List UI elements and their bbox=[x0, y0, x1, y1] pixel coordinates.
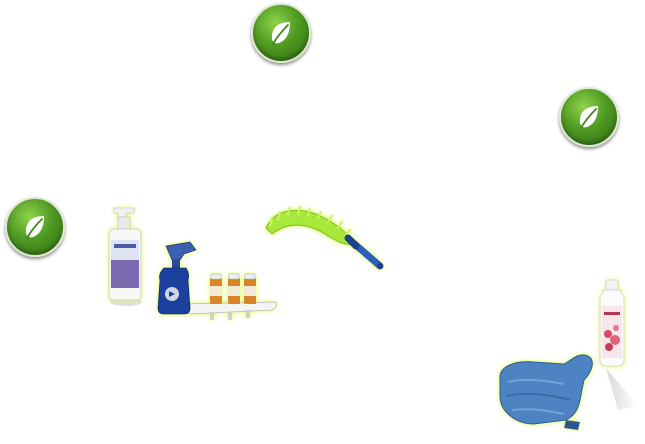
duster-icon bbox=[265, 206, 384, 270]
leaf-icon bbox=[579, 106, 598, 129]
mitt-icon bbox=[499, 354, 593, 430]
leaf-button-top[interactable] bbox=[251, 3, 311, 63]
spray-bottle-icon bbox=[108, 207, 142, 306]
leaf-icon bbox=[271, 22, 290, 45]
leaf-icon bbox=[25, 216, 44, 239]
spray-bottle-product[interactable] bbox=[104, 204, 154, 314]
leaf-button-right[interactable] bbox=[559, 87, 619, 147]
leaf-button-left[interactable] bbox=[5, 197, 65, 257]
microfiber-duster-product[interactable] bbox=[262, 200, 390, 276]
lotion-bottle-product[interactable] bbox=[594, 276, 642, 412]
trigger-sprayer-icon bbox=[157, 241, 277, 320]
lotion-bottle-icon bbox=[599, 279, 638, 410]
microfiber-mitt-product[interactable] bbox=[494, 350, 606, 434]
trigger-sprayer-set-product[interactable] bbox=[150, 238, 282, 324]
